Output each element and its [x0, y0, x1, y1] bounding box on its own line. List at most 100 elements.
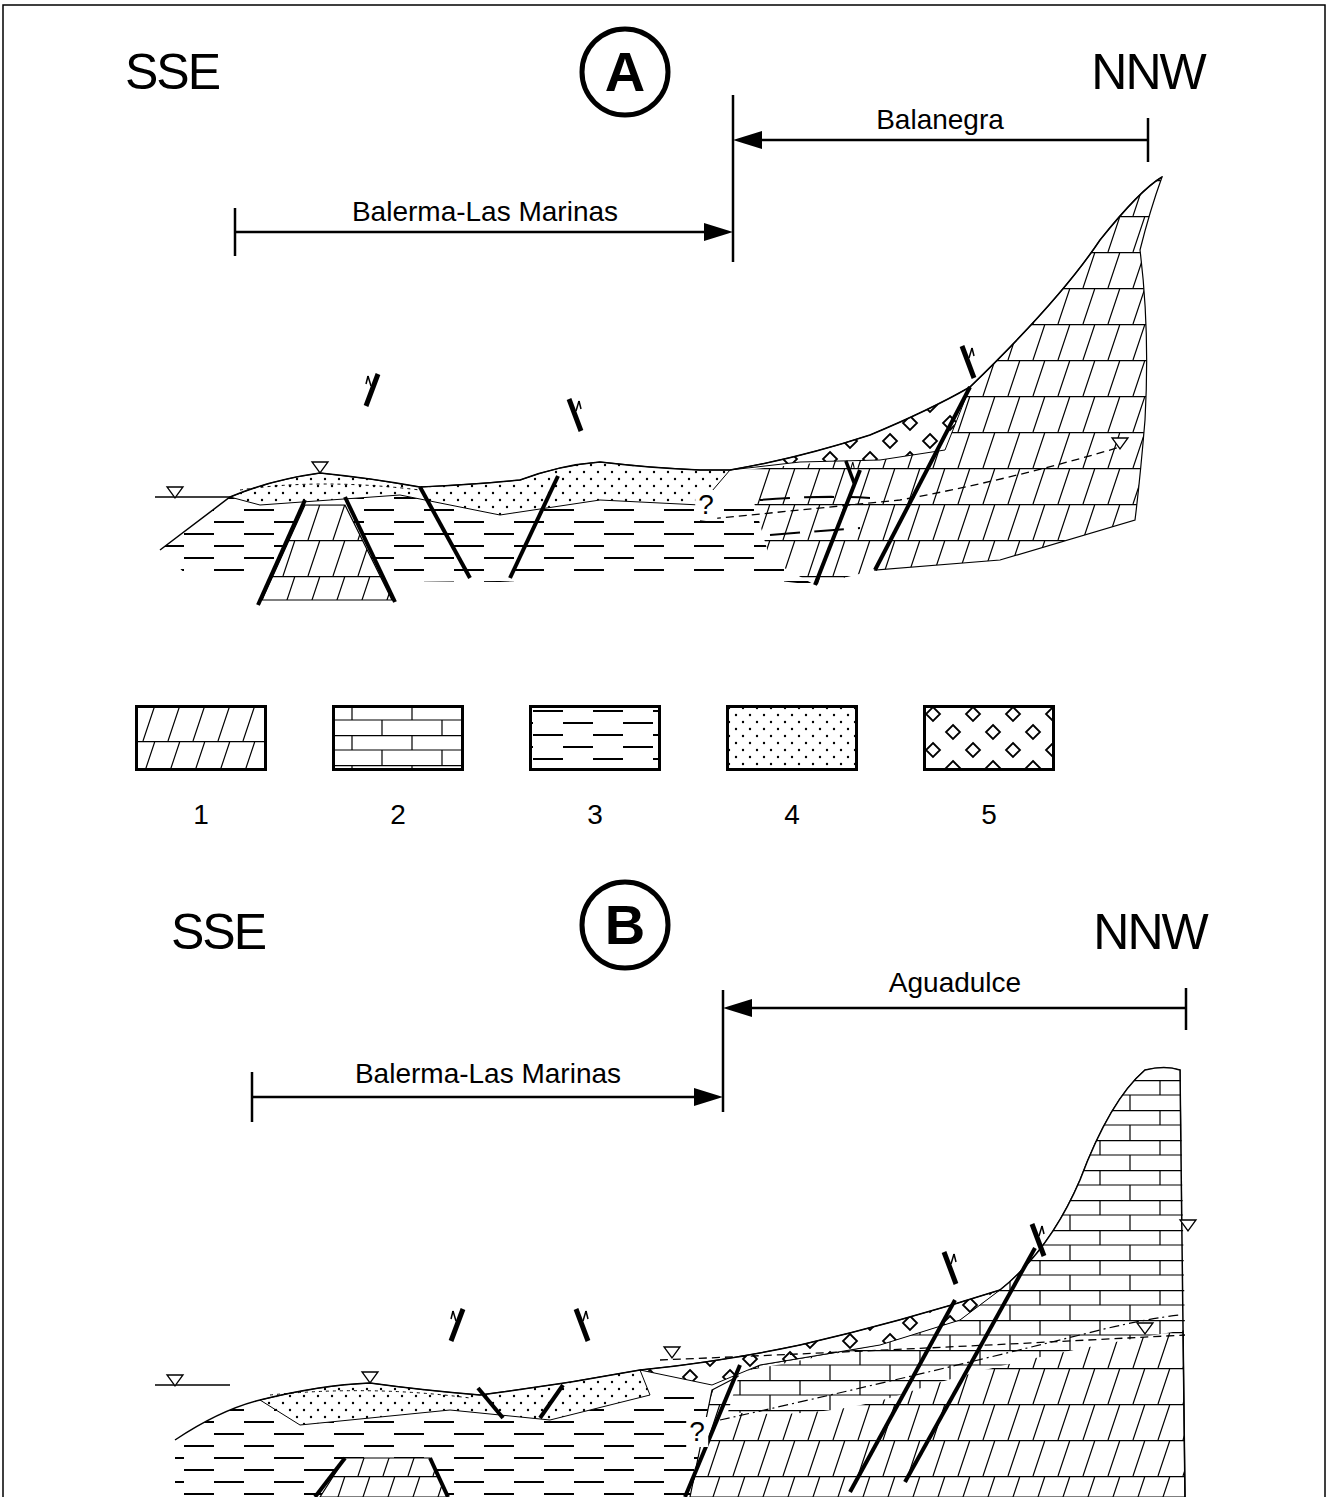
- fault-movement-symbol: [451, 1224, 1044, 1341]
- limestone-block: [875, 177, 1162, 570]
- fault-line: [420, 487, 470, 578]
- water-table: [720, 1315, 1180, 1420]
- sand-unit: [230, 462, 730, 515]
- figure-frame: [3, 5, 1325, 1497]
- legend-swatch: [334, 707, 463, 770]
- water-table-symbol: [167, 1375, 183, 1386]
- fault-line: [875, 387, 970, 570]
- section-letter-circle: B: [579, 879, 671, 971]
- bracket-arrowhead: [723, 999, 752, 1017]
- direction-label: NNW: [1091, 47, 1204, 97]
- water-table: [660, 1335, 1185, 1360]
- legend-item: 3: [529, 705, 661, 831]
- bracket-arrowhead: [704, 131, 762, 241]
- legend-number: 5: [923, 801, 1055, 829]
- extent-bracket: [1185, 988, 1188, 1030]
- water-table-symbol: [1112, 438, 1128, 449]
- bracket-arrowhead: [694, 999, 752, 1106]
- uncertainty-mark: ?: [695, 490, 717, 520]
- area-name: Aguadulce: [889, 969, 1021, 997]
- fault-line: [258, 500, 305, 605]
- water-table-symbol: [312, 462, 328, 473]
- marl-unit: [760, 497, 870, 500]
- water-table: [155, 447, 1120, 520]
- fault-movement-symbol: [944, 1252, 956, 1284]
- legend-swatch: [925, 707, 1054, 770]
- section-letter: B: [605, 897, 645, 953]
- calcarenite-unit: [728, 1068, 1185, 1414]
- section-letter: A: [605, 44, 645, 100]
- bracket-arrowhead: [704, 223, 733, 241]
- uncertainty-mark: ?: [686, 1417, 708, 1447]
- water-table: [700, 447, 1120, 520]
- extent-bracket: [760, 139, 1148, 142]
- fault-line: [815, 470, 860, 585]
- legend-swatch: [332, 705, 464, 771]
- bracket-arrowhead: [694, 1088, 723, 1106]
- fault-line: [685, 1365, 740, 1497]
- extent-bracket: [235, 231, 706, 234]
- extent-bracket: [235, 95, 1148, 262]
- area-name: Balerma-Las Marinas: [355, 1060, 621, 1088]
- fault-line: [430, 1458, 448, 1497]
- fault-movement-symbol: [451, 1309, 463, 1341]
- legend-swatch: [726, 705, 858, 771]
- fault-line: [905, 1248, 1035, 1482]
- fault-line: [258, 387, 970, 605]
- legend-number: 1: [135, 801, 267, 829]
- legend-swatch: [529, 705, 661, 771]
- fault-line: [850, 1300, 955, 1492]
- water-table-symbol: [1180, 1220, 1196, 1231]
- water-table-symbol: [362, 1372, 378, 1383]
- section-letter-circle: A: [579, 26, 671, 118]
- legend-swatch: [135, 705, 267, 771]
- water-table: [155, 496, 230, 497]
- direction-label: SSE: [171, 907, 265, 957]
- ground-surface: [175, 1068, 1185, 1497]
- legend-swatch: [728, 707, 857, 770]
- section-b-geology: [155, 1068, 1196, 1497]
- water-table: [155, 1315, 1185, 1420]
- extent-bracket: [1147, 118, 1150, 162]
- fault-movement-symbol: [569, 399, 581, 431]
- fault-line: [315, 1458, 345, 1497]
- fault-movement-symbol: [846, 461, 854, 483]
- fault-line: [478, 1388, 503, 1418]
- circle-text-holder: A: [579, 26, 671, 118]
- fault-line: [315, 1248, 1035, 1497]
- water-table: [270, 1391, 470, 1398]
- extent-bracket: [251, 1072, 254, 1122]
- legend-swatch: [531, 707, 660, 770]
- fault-line: [345, 497, 395, 602]
- extent-bracket: [722, 990, 725, 1112]
- legend-item: 2: [332, 705, 464, 831]
- fault-line: [540, 1385, 563, 1418]
- legend-number: 3: [529, 801, 661, 829]
- legend-number: 4: [726, 801, 858, 829]
- legend-item: 4: [726, 705, 858, 831]
- marl-unit: [770, 528, 860, 535]
- area-name: Balanegra: [876, 106, 1004, 134]
- water-table-symbol: [167, 487, 183, 498]
- water-table-symbol: [167, 438, 1128, 498]
- legend-swatch: [923, 705, 1055, 771]
- direction-label: SSE: [125, 47, 219, 97]
- direction-label: NNW: [1093, 907, 1206, 957]
- limestone-block: [690, 1068, 1185, 1497]
- fault-line: [510, 476, 558, 578]
- fault-movement-symbol: [576, 1309, 588, 1341]
- legend-item: 5: [923, 705, 1055, 831]
- legend-number: 2: [332, 801, 464, 829]
- legend-swatch: [137, 707, 266, 770]
- water-table-symbol: [664, 1347, 680, 1358]
- fault-movement-symbol: [366, 346, 974, 483]
- fault-movement-symbol: [366, 374, 378, 406]
- circle-outline: [582, 29, 668, 115]
- water-table: [240, 484, 420, 490]
- extent-bracket: [732, 95, 735, 262]
- conglomerate-unit: [640, 1290, 1000, 1385]
- legend-item: 1: [135, 705, 267, 831]
- bracket-arrowhead: [733, 131, 762, 149]
- section-a-geology: [155, 177, 1162, 605]
